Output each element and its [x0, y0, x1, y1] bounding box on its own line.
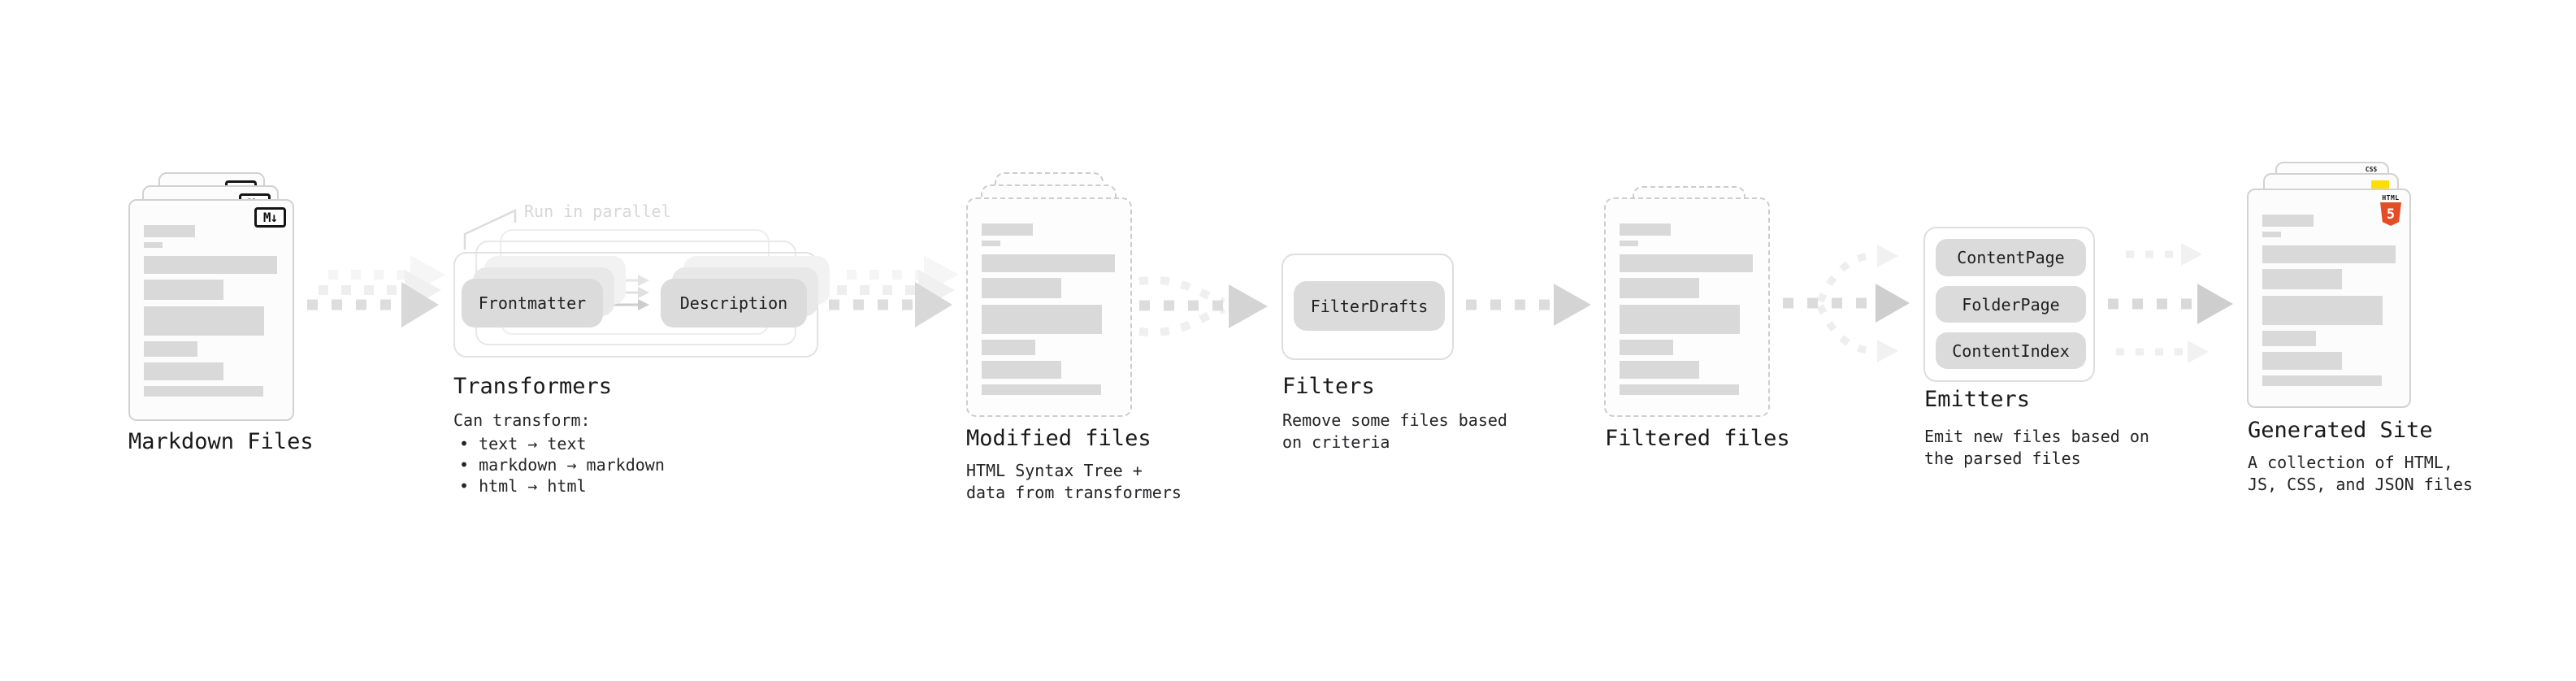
modified-file-front: [966, 197, 1132, 417]
doc-content-lines: [2249, 190, 2409, 406]
generated-site-stack: CSS HTML 5: [2247, 162, 2413, 408]
filters-subtitle: Remove some files based on criteria: [1282, 410, 1507, 452]
markdown-icon-label: M↓: [262, 210, 278, 225]
transform-bullet: • html → html: [459, 476, 587, 496]
doc-content-lines: [130, 201, 293, 419]
transformers-caption: Can transform:: [453, 410, 591, 430]
filtered-file-front: [1604, 197, 1770, 417]
arrow-emitters-to-site: [2108, 243, 2233, 363]
markdown-icon: M↓: [254, 207, 286, 228]
doc-content-lines: [1606, 199, 1768, 415]
arrow-filters-to-filtered: [1466, 284, 1591, 326]
transform-bullet: • markdown → markdown: [459, 455, 665, 475]
doc-content-lines: [968, 199, 1130, 415]
filters-title: Filters: [1282, 374, 1375, 399]
content-page-pill: ContentPage: [1936, 239, 2086, 276]
arrow-transformers-to-modified: [829, 255, 959, 327]
html5-number: 5: [2386, 206, 2396, 223]
emitters-title: Emitters: [1924, 387, 2031, 412]
transform-bullet: • text → text: [459, 434, 587, 453]
markdown-files-stack: M↓ M↓ M↓: [128, 172, 294, 421]
description-pill: Description: [661, 279, 807, 327]
emitters-box: ContentPage FolderPage ContentIndex: [1923, 227, 2095, 382]
modified-files-title: Modified files: [966, 426, 1151, 451]
frontmatter-pill: Frontmatter: [462, 279, 603, 327]
modified-files-subtitle: HTML Syntax Tree + data from transformer…: [966, 461, 1182, 502]
modified-files-stack: [966, 172, 1132, 417]
filtered-files-stack: [1604, 186, 1770, 417]
markdown-files-title: Markdown Files: [128, 429, 314, 454]
filter-drafts-pill: FilterDrafts: [1294, 281, 1445, 331]
arrow-modified-to-filters: [1138, 275, 1268, 336]
content-index-pill: ContentIndex: [1936, 332, 2086, 369]
transformers-title: Transformers: [453, 374, 613, 399]
css-icon-label: CSS: [2365, 166, 2378, 173]
html5-shield: 5: [2380, 202, 2401, 226]
run-in-parallel-leader-line: [463, 209, 517, 249]
filters-box: FilterDrafts: [1281, 254, 1454, 360]
emitters-subtitle: Emit new files based on the parsed files: [1924, 427, 2149, 468]
arrow-filtered-to-emitters: [1783, 245, 1910, 362]
html5-icon-label: HTML: [2382, 194, 2400, 202]
html5-icon: HTML 5: [2379, 194, 2403, 226]
run-in-parallel-note: Run in parallel: [524, 202, 671, 221]
js-icon: [2371, 180, 2389, 189]
html-file-front: HTML 5: [2247, 189, 2411, 408]
generated-site-subtitle: A collection of HTML, JS, CSS, and JSON …: [2248, 453, 2473, 494]
transformers-bullet-list: • text → text • markdown → markdown • ht…: [453, 433, 665, 497]
arrow-markdown-to-transformers: [307, 255, 445, 327]
generated-site-title: Generated Site: [2248, 418, 2433, 443]
markdown-file-front: M↓: [128, 199, 294, 421]
folder-page-pill: FolderPage: [1936, 286, 2086, 323]
filtered-files-title: Filtered files: [1605, 426, 1790, 451]
